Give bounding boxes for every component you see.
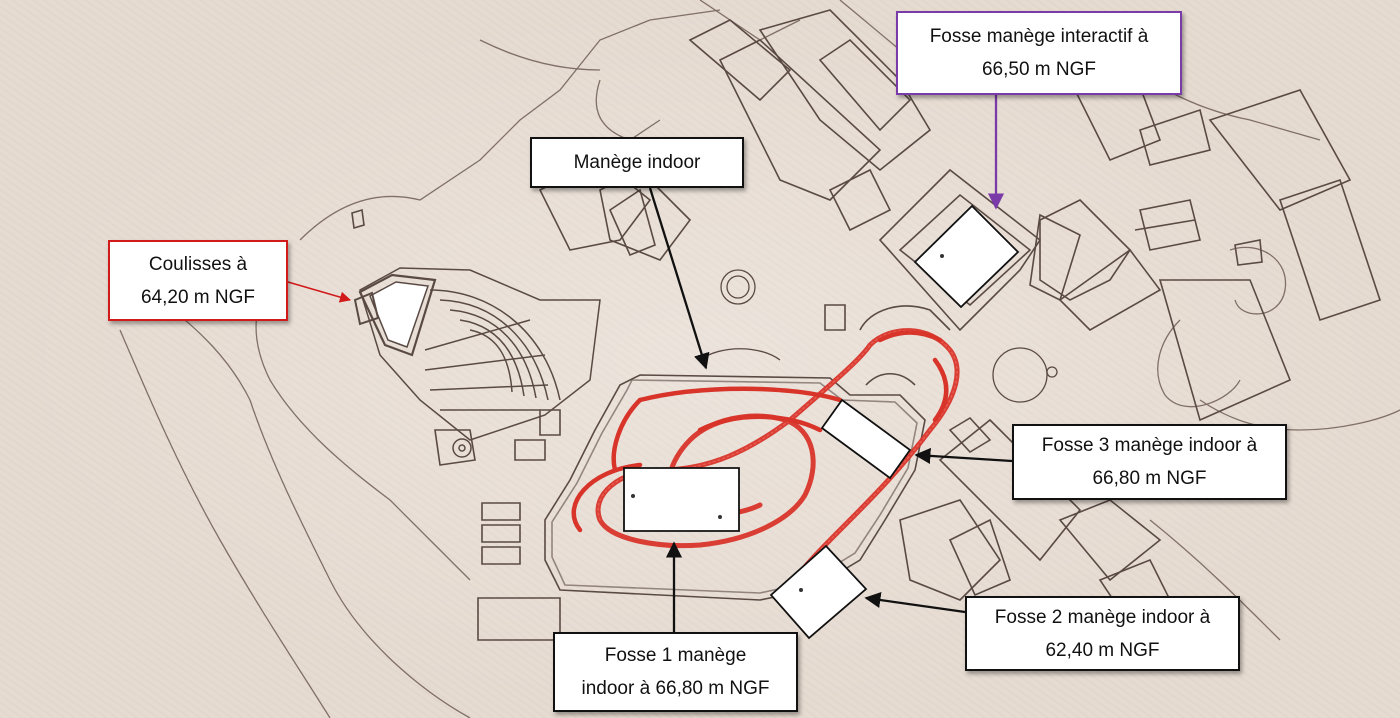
callout-fosse3-line1: Fosse 3 manège indoor à — [1041, 435, 1258, 456]
pit-marks — [631, 254, 944, 592]
pit-2-indoor — [769, 544, 868, 640]
arrow-fosse3 — [914, 447, 1013, 464]
callout-fosse1-line1: Fosse 1 manège — [604, 645, 747, 666]
callout-fosse-interactif-line1: Fosse manège interactif à — [929, 26, 1149, 47]
callout-manege-indoor-line1: Manège indoor — [573, 152, 701, 173]
callout-manege-indoor: Manège indoor — [530, 137, 744, 188]
callout-coulisses-line2: 64,20 m NGF — [140, 286, 256, 308]
callout-fosse3: Fosse 3 manège indoor à 66,80 m NGF — [1012, 424, 1287, 500]
arrow-fosse2 — [864, 592, 966, 614]
callout-fosse-interactif: Fosse manège interactif à 66,50 m NGF — [896, 11, 1182, 95]
callout-coulisses-line1: Coulisses à — [148, 253, 248, 275]
pit-interactive-ride — [913, 204, 1020, 309]
pit-1-indoor — [623, 467, 740, 532]
pit-areas — [623, 204, 1020, 640]
callout-fosse2: Fosse 2 manège indoor à 62,40 m NGF — [965, 596, 1240, 671]
arrow-coulisses — [287, 281, 352, 303]
callout-arrows — [287, 95, 1013, 632]
callout-fosse1: Fosse 1 manège indoor à 66,80 m NGF — [553, 632, 798, 712]
pit-3-indoor — [820, 398, 912, 480]
callout-fosse1-line2: indoor à 66,80 m NGF — [581, 678, 770, 699]
callout-fosse2-line2: 62,40 m NGF — [1045, 639, 1160, 661]
callout-fosse2-line1: Fosse 2 manège indoor à — [994, 606, 1211, 628]
callout-fosse-interactif-line2: 66,50 m NGF — [981, 59, 1097, 80]
callout-coulisses: Coulisses à 64,20 m NGF — [108, 240, 288, 321]
arrow-manege-indoor — [648, 187, 710, 370]
callout-fosse3-line2: 66,80 m NGF — [1092, 468, 1207, 489]
amphitheatre — [353, 267, 601, 458]
